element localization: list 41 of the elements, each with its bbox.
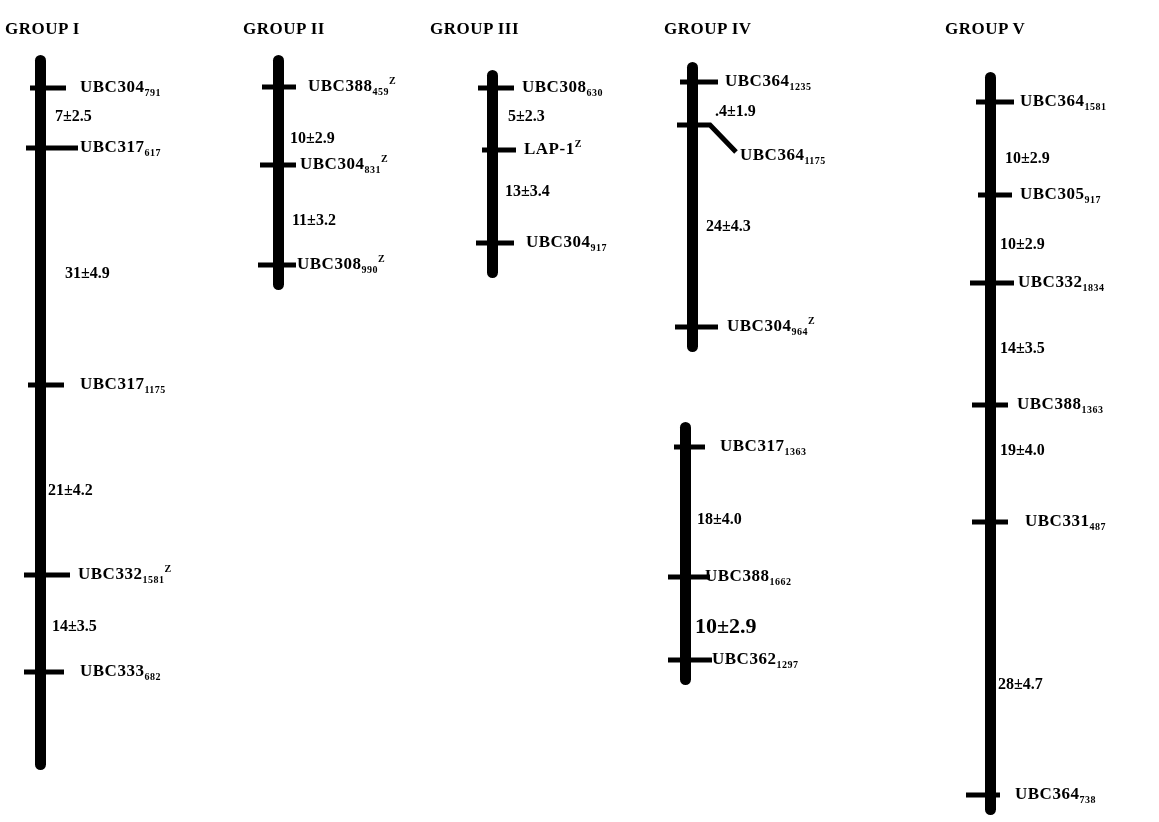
map-distance: 11±3.2: [292, 212, 336, 228]
marker-label: UBC308$_{630}$: [522, 78, 603, 95]
marker-label: UBC305$_{917}$: [1020, 185, 1101, 202]
group-heading: GROUP III: [430, 20, 520, 37]
marker-label: UBC388$_{1363}$: [1017, 395, 1104, 412]
marker-label: UBC304$_{917}$: [526, 233, 607, 250]
map-distance: 7±2.5: [55, 108, 92, 124]
map-distance: 21±4.2: [48, 482, 93, 498]
marker-label: UBC332$_{1834}$: [1018, 273, 1105, 290]
group-heading: GROUP I: [5, 20, 80, 37]
map-distance: 10±2.9: [290, 130, 335, 146]
group-heading: GROUP IV: [664, 20, 752, 37]
map-distance: 13±3.4: [505, 183, 550, 199]
chromosome-bar: [679, 422, 691, 685]
map-distance: 10±2.9: [1000, 236, 1045, 252]
map-distance: 24±4.3: [706, 218, 751, 234]
map-distance: 10±2.9: [695, 615, 757, 637]
marker-label: UBC317$_{1175}$: [80, 375, 166, 392]
map-distance: 18±4.0: [697, 511, 742, 527]
map-distance: 14±3.5: [52, 618, 97, 634]
map-distance: 5±2.3: [508, 108, 545, 124]
marker-label: UBC304$_{791}$: [80, 78, 161, 95]
marker-label: UBC331$_{487}$: [1025, 512, 1106, 529]
marker-label: UBC388$_{1662}$: [705, 567, 792, 584]
marker-label: UBC333$_{682}$: [80, 662, 161, 679]
map-distance: 10±2.9: [1005, 150, 1050, 166]
map-distance: 19±4.0: [1000, 442, 1045, 458]
group-heading: GROUP II: [243, 20, 325, 37]
marker-label: UBC362$_{1297}$: [712, 650, 799, 667]
map-distance: .4±1.9: [715, 103, 756, 119]
marker-label: UBC317$_{1363}$: [720, 437, 807, 454]
marker-label: UBC364$_{738}$: [1015, 785, 1096, 802]
map-distance: 28±4.7: [998, 676, 1043, 692]
map-distance: 14±3.5: [1000, 340, 1045, 356]
marker-label: LAP-1$^{Z}$: [524, 140, 582, 157]
marker-label: UBC364$_{1175}$: [740, 146, 826, 163]
map-distance: 31±4.9: [65, 265, 110, 281]
marker-label: UBC364$_{1235}$: [725, 72, 812, 89]
marker-label: UBC317$_{617}$: [80, 138, 161, 155]
group-heading: GROUP V: [945, 20, 1026, 37]
marker-label: UBC364$_{1581}$: [1020, 92, 1107, 109]
